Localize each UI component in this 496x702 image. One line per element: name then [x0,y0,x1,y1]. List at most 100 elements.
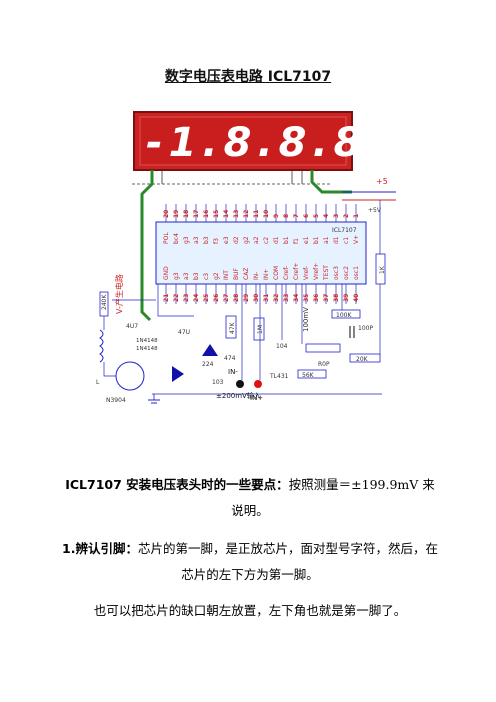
pin-number-bottom: 23 [183,294,190,302]
pin-name-bottom: g2 [213,272,220,280]
diode-2: 1N4148 [136,346,158,352]
pin-number-bottom: 24 [193,294,200,302]
pin-number-bottom: 30 [253,294,260,302]
pin-number-top: 1 [353,214,360,218]
pin-number-bottom: 21 [163,294,170,302]
vcc-label: +5 [376,177,388,186]
pin-name-bottom: TEST [323,265,330,281]
pin-name-top: f3 [213,238,220,244]
generator-label: V-产生电路 [114,274,124,314]
c-224: 224 [202,361,214,368]
pin-number-top: 16 [203,210,210,218]
pin-name-bottom: IN- [253,272,260,280]
pin-number-bottom: 37 [323,294,330,302]
intro-heading: ICL7107 安装电压表头时的一些要点： [65,477,289,492]
pin-number-top: 8 [283,214,290,218]
pin-number-top: 17 [193,210,200,218]
pin-name-top: g2 [243,236,250,244]
pin-name-bottom: INT [223,270,230,280]
transistor-symbol [115,361,145,391]
input-label: ±200mV输入 [216,391,261,400]
ic-tl431: TL431 [269,373,289,380]
pin-name-top: d2 [233,236,240,244]
pin-number-top: 15 [213,210,220,218]
pin-name-top: e1 [303,236,310,244]
pin-name-bottom: a3 [183,272,190,280]
pin-name-bottom: Vref+ [313,263,320,280]
pin-name-top: b3 [203,236,210,244]
pin-number-bottom: 25 [203,294,210,302]
pin-number-bottom: 40 [353,294,360,302]
pin-number-top: 18 [183,210,190,218]
pin-name-bottom: b3 [193,272,200,280]
pin-number-bottom: 27 [223,294,230,302]
v-100mv: 100mV [302,307,310,332]
pin-number-bottom: 38 [333,294,340,302]
c-4u7: 4U7 [126,323,138,330]
transistor-label: N3904 [106,397,126,404]
pin-number-top: 20 [163,210,170,218]
pin-number-top: 5 [313,214,320,218]
icl7107-chip [155,221,367,285]
pin-number-bottom: 29 [243,294,250,302]
pin-name-top: c1 [343,237,350,244]
pin-number-top: 14 [223,210,230,218]
pin-name-bottom: c3 [203,273,210,280]
pin-number-bottom: 28 [233,294,240,302]
pin-number-top: 19 [173,210,180,218]
pin-name-bottom: Cref+ [293,263,300,280]
pin-name-top: V+ [353,235,360,244]
pin-id-text: 芯片的第一脚，是正放芯片，面对型号字符，然后，在芯片的左下方为第一脚。 [137,541,438,582]
circuit-schematic: -1.8.8.8. +5 +5V ICL7107 20POL19bc418g31… [96,111,396,404]
c-103: 103 [212,379,224,386]
paragraph-notch: 也可以把芯片的缺口朝左放置，左下角也就是第一脚了。 [93,603,407,618]
intro-text: 按照测量＝±199.9mV 来说明。 [231,477,435,518]
diode-1: 1N4148 [136,338,158,344]
pin-number-top: 11 [253,210,260,218]
pin-number-top: 12 [243,210,250,218]
pin-name-bottom: BUF [233,267,240,280]
pin-number-bottom: 36 [313,294,320,302]
r-1k: 1K [379,265,386,274]
pin-number-top: 4 [323,214,330,218]
pin-name-top: a3 [193,236,200,244]
chip-label: ICL7107 [332,227,357,234]
pin-number-bottom: 39 [343,294,350,302]
pin-name-bottom: CAZ [243,268,250,280]
r-100k: 100K [336,312,352,319]
pin-name-bottom: Cref- [283,266,290,280]
pin-name-top: d1 [273,236,280,244]
pin-number-bottom: 33 [283,294,290,302]
pin-number-bottom: 32 [273,294,280,302]
pin-number-bottom: 31 [263,294,270,302]
pin-number-top: 3 [333,214,340,218]
r-1m: 1M [257,325,264,334]
pin-name-top: c2 [263,237,270,244]
r-240k: 240K [101,294,108,310]
pin-name-bottom: GND [163,266,170,280]
pin-number-top: 9 [273,214,280,218]
pin-number-bottom: 22 [173,294,180,302]
c-47u: 47U [178,329,190,336]
r-20k: 20K [356,356,369,363]
in-minus-label: IN- [228,368,238,376]
r-47k: 47K [229,321,236,334]
pin-name-top: POL [163,232,170,244]
pin-name-bottom: IN+ [263,269,270,280]
pin-name-top: g3 [183,236,190,244]
pin-name-bottom: COM [273,266,280,280]
c-100p: 100P [358,325,373,332]
in-minus-terminal [236,380,244,388]
inductor-label: L [96,379,100,386]
pin-name-bottom: Vref- [303,266,310,280]
pot-label: R0P [318,361,330,368]
pin-number-top: 7 [293,214,300,218]
pin-number-top: 2 [343,214,350,218]
pin-number-top: 6 [303,214,310,218]
paragraph-pin-id: 1.辨认引脚：芯片的第一脚，是正放芯片，面对型号字符，然后，在芯片的左下方为第一… [60,536,440,588]
display-digits: -1.8.8.8. [146,120,389,166]
pin-name-bottom: g3 [173,272,180,280]
pin-number-bottom: 34 [293,294,300,302]
pin-name-top: a1 [323,236,330,244]
